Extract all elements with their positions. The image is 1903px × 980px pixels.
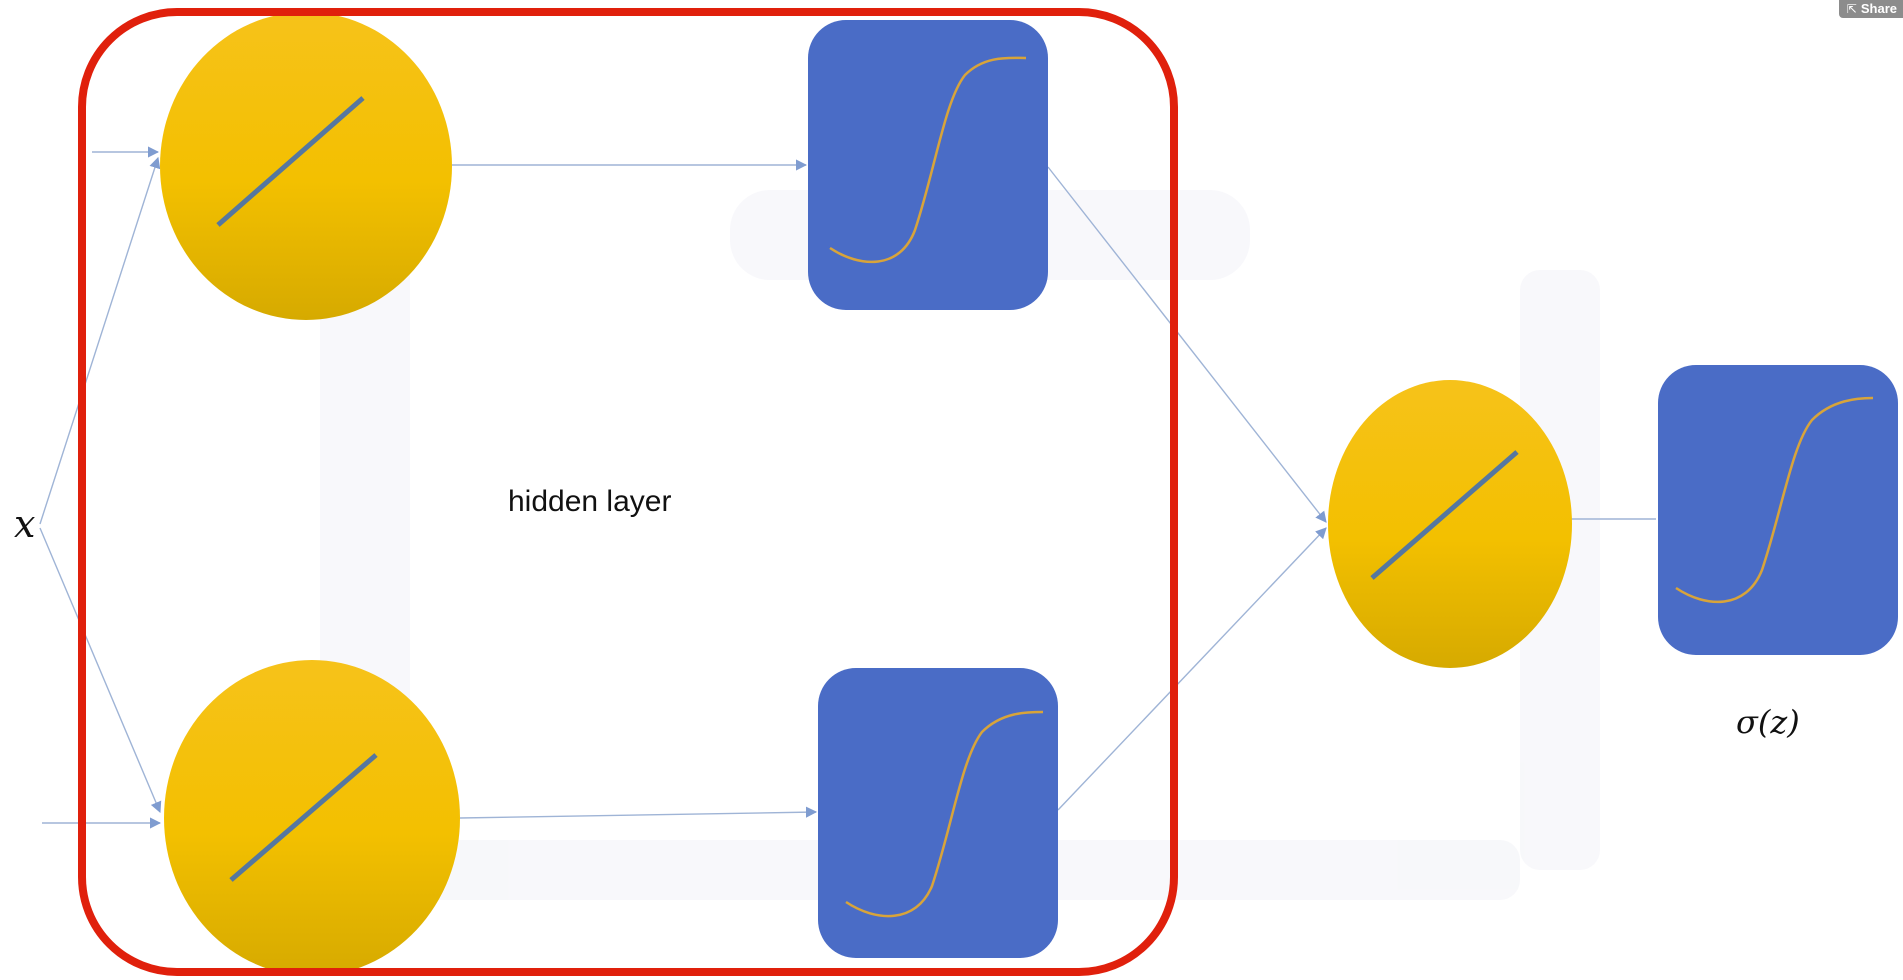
output-activation-label: σ(z)	[1736, 703, 1800, 741]
connection-act1-to-output	[1047, 166, 1327, 523]
output-activation-box	[1658, 365, 1898, 655]
linear-icon	[216, 96, 365, 227]
hidden-layer-label: hidden layer	[508, 485, 671, 518]
activation-box-2	[818, 668, 1058, 958]
connection-act2-to-output	[1057, 527, 1327, 811]
connection-x-to-top	[39, 156, 161, 525]
hidden-neuron-2	[164, 660, 460, 976]
connection-neuron2-to-act2	[459, 806, 818, 819]
activation-box-1	[808, 20, 1048, 310]
input-label: x	[14, 502, 35, 546]
output-neuron	[1328, 380, 1572, 668]
sigmoid-icon	[845, 710, 1044, 918]
share-icon: ⇱	[1846, 2, 1857, 16]
connection-x-to-bottom	[39, 527, 162, 814]
share-button[interactable]: ⇱ Share	[1838, 0, 1903, 18]
sigmoid-icon	[829, 56, 1027, 264]
share-label: Share	[1860, 1, 1897, 16]
hidden-neuron-1	[160, 12, 452, 320]
linear-icon	[1370, 450, 1519, 580]
sigmoid-icon	[1675, 396, 1874, 604]
linear-icon	[229, 753, 378, 882]
hidden-layer-boundary	[78, 8, 1178, 976]
connections	[39, 146, 1656, 829]
